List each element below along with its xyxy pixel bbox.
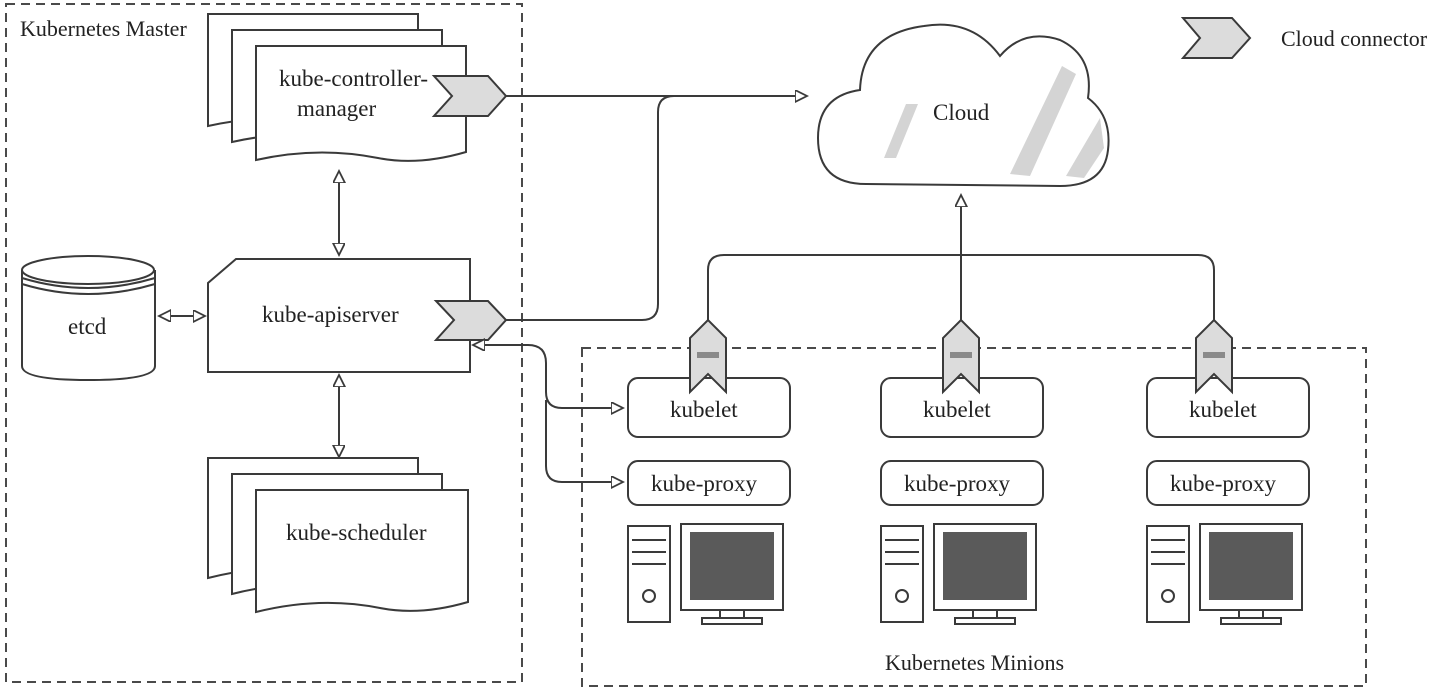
- legend-connector-label: Cloud connector: [1281, 26, 1428, 51]
- cloud: Cloud: [816, 23, 1110, 188]
- apiserver-label: kube-apiserver: [262, 302, 399, 327]
- cloud-shade-1: [884, 104, 918, 158]
- kubelet-label-2: kubelet: [923, 397, 991, 422]
- controller-manager-label-1: kube-controller-: [279, 66, 428, 91]
- kubelet-label-1: kubelet: [670, 397, 738, 422]
- cloud-shade-3: [1066, 118, 1104, 178]
- etcd-database: etcd: [21, 255, 156, 382]
- scheduler-node: kube-scheduler: [207, 457, 469, 614]
- apiserver-node: kube-apiserver: [207, 258, 471, 373]
- minion-node-1: kubelet kube-proxy: [627, 318, 791, 625]
- proxy-label-2: kube-proxy: [904, 471, 1011, 496]
- controller-manager-label-2: manager: [297, 96, 377, 121]
- cloud-shade-2: [1010, 66, 1076, 176]
- proxy-label-3: kube-proxy: [1170, 471, 1277, 496]
- computer-icon: [627, 523, 784, 625]
- scheduler-label: kube-scheduler: [286, 520, 427, 545]
- legend: Cloud connector: [1180, 17, 1428, 59]
- line-apiserver-to-kubelet: [474, 345, 622, 408]
- proxy-label-1: kube-proxy: [651, 471, 758, 496]
- etcd-label: etcd: [68, 314, 107, 339]
- minions-title: Kubernetes Minions: [885, 650, 1064, 675]
- computer-icon: [1146, 523, 1303, 625]
- line-apiserver-to-proxy: [545, 400, 622, 482]
- cloud-label: Cloud: [933, 100, 990, 125]
- controller-manager-cloud-connector: [431, 75, 508, 117]
- master-title: Kubernetes Master: [20, 16, 187, 41]
- legend-connector-icon: [1180, 17, 1252, 59]
- controller-manager-node: kube-controller- manager: [207, 13, 467, 162]
- computer-icon: [880, 523, 1037, 625]
- minion-node-2: kubelet kube-proxy: [880, 318, 1044, 625]
- line-apiserver-to-cloud: [506, 95, 675, 321]
- minion-node-3: kubelet kube-proxy: [1146, 318, 1310, 625]
- kubelet-label-3: kubelet: [1189, 397, 1257, 422]
